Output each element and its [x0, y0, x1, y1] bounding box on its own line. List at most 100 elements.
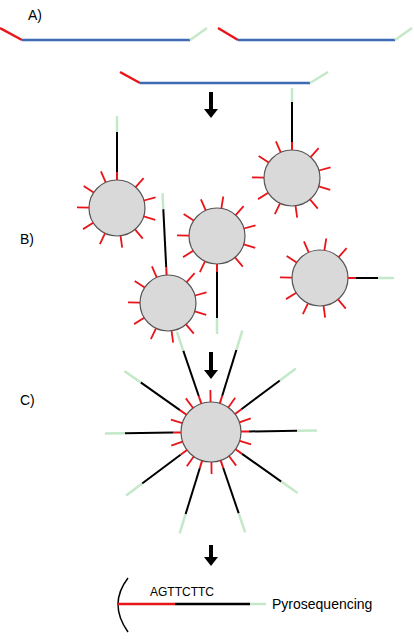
capture-primer: [275, 203, 280, 214]
capture-primer: [152, 266, 157, 277]
adapter-b: [395, 28, 412, 40]
template-strand: [223, 468, 238, 513]
capture-primer: [144, 216, 155, 220]
capture-primer: [171, 420, 182, 424]
template-strand: [222, 350, 236, 396]
capture-primer: [195, 311, 206, 315]
capture-primer: [186, 324, 194, 333]
capture-primer: [236, 206, 244, 215]
strand-adapter: [126, 484, 142, 496]
capture-primer: [258, 193, 268, 199]
template-strand: [241, 380, 279, 409]
capture-primer: [310, 199, 318, 208]
capture-primer: [211, 462, 213, 474]
capture-primer: [221, 196, 223, 208]
capture-primer: [144, 197, 156, 200]
bound-adapter: [348, 277, 356, 279]
capture-primer: [339, 248, 347, 257]
step-arrow-shaft: [209, 545, 213, 558]
bound-adapter: [165, 267, 167, 275]
capture-primer: [151, 328, 156, 339]
capture-primer: [183, 251, 193, 257]
bound-adapter: [200, 461, 202, 469]
step-arrow-head: [204, 109, 218, 118]
capture-primer: [134, 318, 144, 324]
dna-fragment: [140, 82, 310, 85]
bound-adapter: [116, 172, 118, 180]
bound-adapter: [241, 430, 249, 432]
bound-adapter: [181, 450, 187, 455]
bound-adapter: [199, 396, 202, 404]
capture-primer: [171, 442, 182, 446]
capture-primer: [210, 390, 212, 402]
strand-adapter: [116, 116, 119, 132]
capture-bead: [140, 275, 196, 331]
capture-primer: [280, 277, 292, 279]
strand-adapter: [280, 368, 296, 380]
capture-primer: [100, 233, 105, 244]
capture-primer: [276, 141, 281, 152]
bound-adapter: [173, 431, 181, 433]
capture-primer: [184, 214, 194, 221]
strand-adapter: [216, 318, 219, 334]
strand-adapter: [281, 482, 297, 494]
adapter-a: [120, 72, 140, 83]
template-strand: [249, 430, 297, 433]
step-arrow-head: [204, 370, 218, 379]
adapter-a: [218, 28, 238, 40]
capture-primer: [186, 398, 193, 408]
capture-primer: [324, 238, 326, 250]
bound-adapter: [235, 409, 241, 414]
template-strand: [163, 209, 166, 267]
strand-adapter: [378, 277, 394, 280]
strand-adapter: [239, 513, 245, 532]
template-strand: [291, 102, 293, 142]
template-strand: [116, 132, 118, 172]
capture-primer: [195, 292, 207, 295]
capture-bead: [189, 208, 245, 264]
strand-adapter: [297, 429, 317, 432]
dna-fragment: [22, 39, 190, 42]
capture-bead: [264, 150, 320, 206]
capture-primer: [303, 303, 308, 314]
bound-adapter: [180, 410, 187, 415]
adapter-a: [0, 28, 22, 40]
capture-primer: [252, 177, 264, 179]
capture-primer: [338, 299, 346, 308]
capture-bead: [292, 250, 348, 306]
capture-primer: [229, 456, 236, 466]
bound-adapter: [220, 396, 222, 404]
panel-label: C): [20, 393, 35, 407]
capture-primer: [83, 223, 93, 229]
capture-primer: [296, 206, 298, 218]
capture-primer: [311, 148, 319, 157]
capture-primer: [244, 244, 255, 248]
bound-adapter: [216, 264, 218, 272]
template-strand: [356, 277, 378, 279]
capture-primer: [319, 186, 330, 190]
capture-primer: [101, 171, 106, 182]
strand-adapter: [291, 88, 294, 102]
bound-adapter: [221, 460, 224, 468]
strand-adapter: [105, 432, 125, 435]
template-strand: [216, 272, 218, 318]
strand-adapter: [177, 332, 183, 351]
capture-primer: [324, 306, 326, 318]
capture-primer: [77, 207, 89, 209]
step-arrow-head: [204, 557, 218, 566]
capture-primer: [239, 418, 250, 422]
capture-primer: [121, 236, 123, 248]
process-label: Pyrosequencing: [272, 597, 372, 611]
capture-primer: [286, 293, 296, 299]
adapter-b: [190, 28, 207, 40]
adapter-b: [310, 72, 328, 83]
bound-adapter: [118, 603, 175, 606]
capture-primer: [200, 261, 205, 272]
bound-adapter: [291, 142, 293, 150]
capture-primer: [84, 186, 94, 193]
sequence-text: AGTTCTTC: [150, 586, 214, 598]
bound-adapter: [236, 449, 243, 454]
capture-primer: [187, 457, 194, 467]
template-strand: [175, 603, 250, 606]
